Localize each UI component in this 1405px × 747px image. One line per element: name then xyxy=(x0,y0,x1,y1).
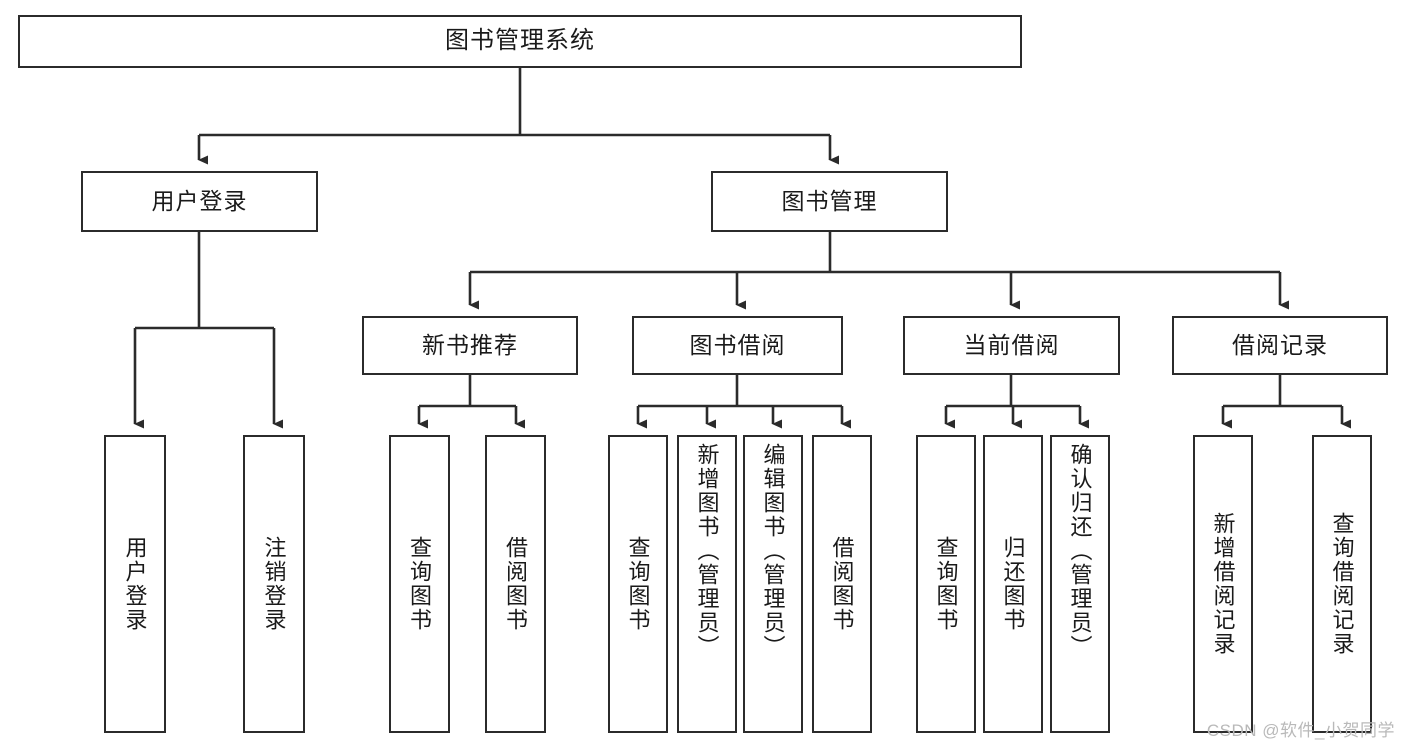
leaf-book-borrow-borrow-book[interactable]: 借阅图书 xyxy=(812,435,872,733)
node-book-manage[interactable]: 图书管理 xyxy=(711,171,948,232)
node-book-manage-label: 图书管理 xyxy=(781,187,878,214)
leaf-label: 新增借阅记录 xyxy=(1210,512,1236,656)
leaf-label: 查询图书 xyxy=(625,536,651,632)
leaf-label: 查询图书 xyxy=(933,536,959,632)
leaf-book-borrow-add-book[interactable]: 新增图书（管理员） xyxy=(677,435,737,733)
leaf-book-borrow-edit-book[interactable]: 编辑图书（管理员） xyxy=(743,435,803,733)
leaf-label: 借阅图书 xyxy=(503,536,529,632)
node-user-login-label: 用户登录 xyxy=(151,187,248,214)
leaf-label: 用户登录 xyxy=(122,536,148,632)
leaf-current-borrow-confirm-return[interactable]: 确认归还（管理员） xyxy=(1050,435,1110,733)
leaf-user-login-login[interactable]: 用户登录 xyxy=(104,435,166,733)
leaf-current-borrow-query-book[interactable]: 查询图书 xyxy=(916,435,976,733)
node-borrow-record[interactable]: 借阅记录 xyxy=(1172,316,1388,375)
leaf-borrow-record-add-record[interactable]: 新增借阅记录 xyxy=(1193,435,1253,733)
leaf-new-book-query-book[interactable]: 查询图书 xyxy=(389,435,450,733)
leaf-label: 编辑图书（管理员） xyxy=(760,443,786,659)
leaf-label: 注销登录 xyxy=(261,536,287,632)
leaf-label: 新增图书（管理员） xyxy=(694,443,720,659)
node-current-borrow-label: 当前借阅 xyxy=(963,331,1060,358)
node-book-borrow-label: 图书借阅 xyxy=(689,331,786,358)
leaf-user-login-logout[interactable]: 注销登录 xyxy=(243,435,305,733)
leaf-label: 查询借阅记录 xyxy=(1329,512,1355,656)
node-root-system[interactable]: 图书管理系统 xyxy=(18,15,1022,68)
node-root-label: 图书管理系统 xyxy=(445,27,595,55)
leaf-label: 确认归还（管理员） xyxy=(1067,443,1093,659)
leaf-current-borrow-return-book[interactable]: 归还图书 xyxy=(983,435,1043,733)
node-current-borrow[interactable]: 当前借阅 xyxy=(903,316,1120,375)
leaf-label: 借阅图书 xyxy=(829,536,855,632)
leaf-label: 归还图书 xyxy=(1000,536,1026,632)
watermark-text: CSDN @软件_小贺同学 xyxy=(1206,721,1395,740)
node-new-book-recommend[interactable]: 新书推荐 xyxy=(362,316,578,375)
leaf-borrow-record-query-record[interactable]: 查询借阅记录 xyxy=(1312,435,1372,733)
leaf-new-book-borrow-book[interactable]: 借阅图书 xyxy=(485,435,546,733)
node-user-login[interactable]: 用户登录 xyxy=(81,171,318,232)
node-book-borrow[interactable]: 图书借阅 xyxy=(632,316,843,375)
leaf-book-borrow-query-book[interactable]: 查询图书 xyxy=(608,435,668,733)
leaf-label: 查询图书 xyxy=(407,536,433,632)
node-new-book-recommend-label: 新书推荐 xyxy=(422,331,518,358)
node-borrow-record-label: 借阅记录 xyxy=(1232,331,1328,358)
